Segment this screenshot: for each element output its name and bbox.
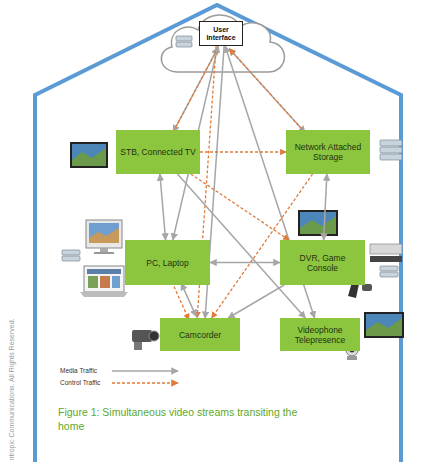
dvr-icon (370, 244, 402, 262)
device-box: Videophone Telepresence (280, 318, 360, 351)
camcorder-icon (132, 330, 159, 350)
device-box: DVR, Game Console (280, 240, 365, 285)
legend-sample (112, 382, 178, 384)
house-outline (35, 5, 401, 462)
device-box: Network Attached Storage (286, 130, 370, 174)
storage-icon (380, 140, 402, 160)
device-box: Camcorder (160, 318, 240, 351)
figure-caption: Figure 1: Simultaneous video streams tra… (58, 405, 308, 433)
laptop-icon (80, 266, 128, 297)
storage-icon (380, 266, 398, 277)
server-icon (62, 250, 80, 261)
copyright-watermark: ntropic Communications. All Rights Reser… (8, 291, 15, 461)
tv-icon (70, 142, 108, 168)
node-label: Camcorder (179, 330, 221, 340)
tv-icon (364, 312, 404, 338)
media-traffic-arrow (173, 48, 218, 132)
interface-box: User Interface (199, 21, 243, 46)
control-traffic-arrow (191, 174, 289, 240)
node-label: STB, Connected TV (120, 147, 195, 157)
control-traffic-arrow (174, 287, 189, 320)
node-label: DVR, Game Console (284, 253, 361, 273)
control-traffic-arrow (173, 48, 218, 132)
media-traffic-arrow (324, 174, 327, 240)
legend-label: Control Traffic (60, 379, 100, 386)
media-traffic-arrow (228, 285, 284, 318)
tv-icon (298, 210, 338, 236)
node-label: User Interface (201, 26, 241, 42)
pc-monitor-icon (86, 220, 122, 254)
media-traffic-arrow (160, 174, 166, 240)
node-label: Videophone Telepresence (284, 325, 356, 345)
media-traffic-arrow (210, 262, 280, 264)
device-box: STB, Connected TV (116, 130, 200, 174)
storage-icon (176, 36, 192, 47)
legend-label: Media Traffic (60, 367, 97, 374)
media-traffic-arrow (181, 283, 196, 316)
media-traffic-arrow (229, 49, 305, 133)
device-box: PC, Laptop (125, 240, 210, 285)
control-traffic-arrow (200, 151, 286, 152)
control-traffic-arrow (229, 49, 305, 133)
node-label: PC, Laptop (146, 258, 189, 268)
legend-sample (112, 370, 178, 372)
node-label: Network Attached Storage (290, 142, 366, 162)
